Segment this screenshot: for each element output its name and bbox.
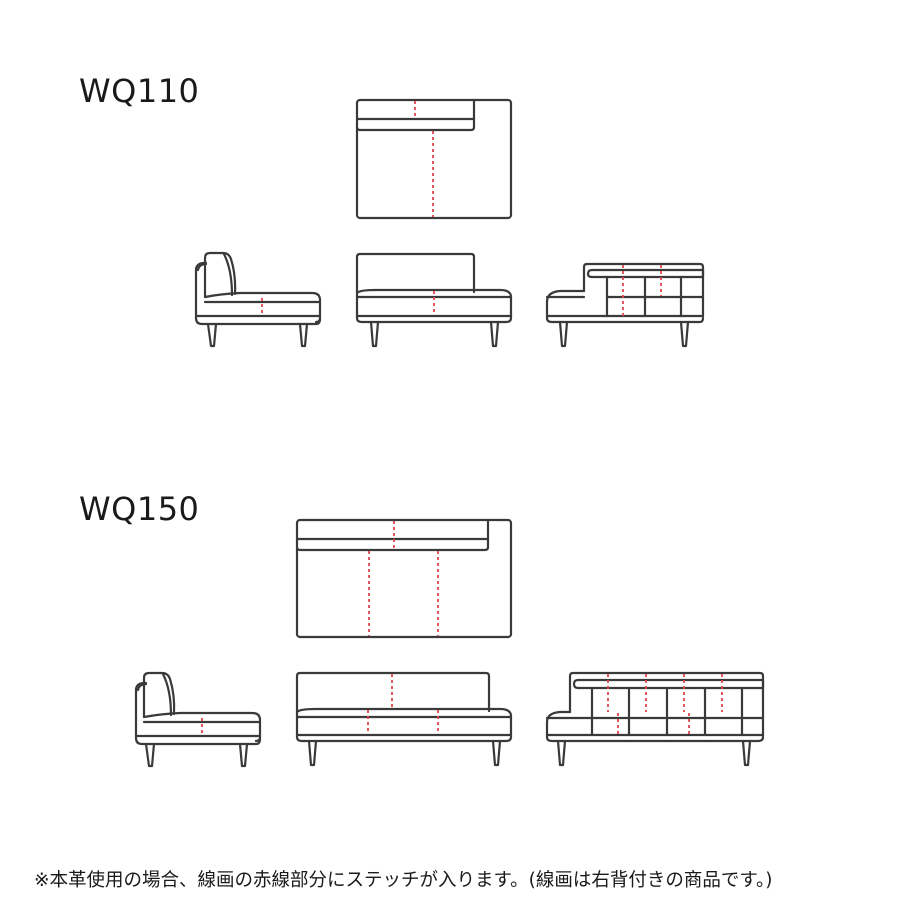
wq110-side-view	[194, 251, 322, 348]
model-label-wq150: WQ150	[79, 490, 200, 528]
wq150-front-view	[295, 671, 513, 767]
stitch-footnote: ※本革使用の場合、線画の赤線部分にステッチが入ります。(線画は右背付きの商品です…	[34, 870, 773, 891]
model-label-wq110: WQ110	[79, 72, 200, 110]
wq150-top-view	[295, 518, 513, 639]
wq110-front-view	[355, 252, 513, 348]
wq150-side-view	[134, 671, 262, 768]
wq110-top-view	[355, 98, 513, 220]
wq150-back-view	[545, 671, 765, 767]
wq110-back-view	[545, 262, 705, 348]
